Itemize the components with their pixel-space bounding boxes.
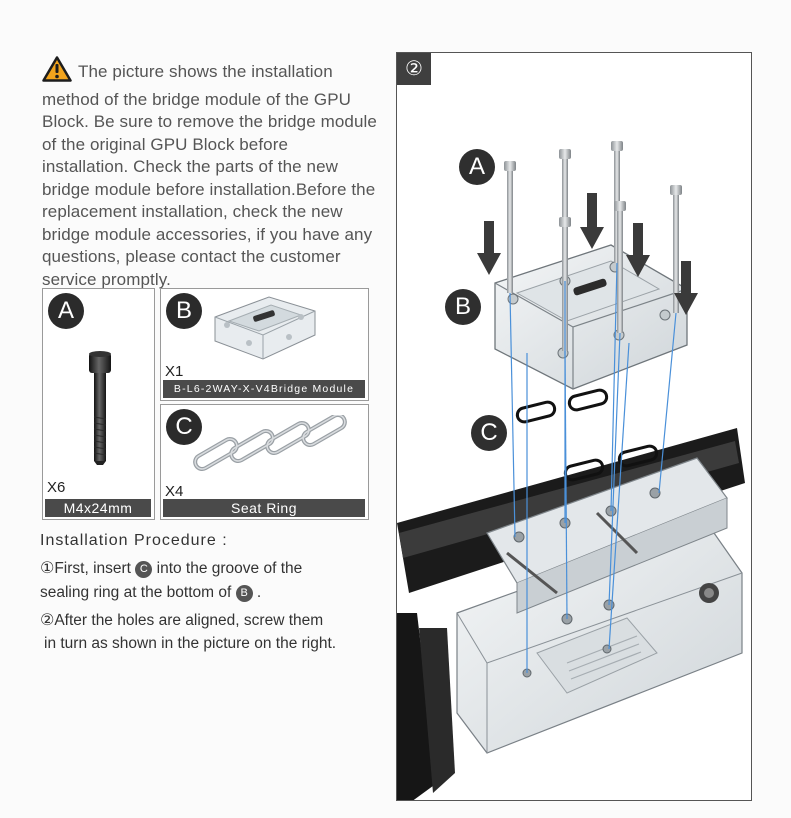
- seat-ring-image: [193, 415, 347, 471]
- step-1-text-a: First, insert: [54, 560, 131, 577]
- procedure-step-2: ②After the holes are aligned, screw them: [40, 610, 323, 630]
- procedure-title: Installation Procedure :: [40, 532, 228, 549]
- diagram-step-badge: ②: [397, 53, 431, 85]
- exploded-view-illustration: [397, 141, 745, 800]
- step-2-text-b: in turn as shown in the picture on the r…: [44, 635, 337, 652]
- step-1-ref-c: C: [135, 561, 153, 578]
- notice-paragraph: The picture shows the installation metho…: [42, 56, 377, 291]
- part-b-card: B X1 B-L6-2WAY-X-V4Bridge Module: [160, 288, 369, 401]
- step-1-number: ①: [40, 560, 55, 577]
- warning-icon: [42, 56, 72, 89]
- part-b-caption: B-L6-2WAY-X-V4Bridge Module: [163, 380, 365, 398]
- notice-text: The picture shows the installation metho…: [42, 62, 377, 289]
- screw-image: [89, 351, 111, 465]
- procedure-step-1-cont: sealing ring at the bottom of B .: [40, 584, 261, 602]
- bridge-module-image: [214, 296, 316, 360]
- step-1-ref-b: B: [235, 585, 253, 602]
- installation-diagram: ②: [396, 52, 752, 801]
- part-c-caption: Seat Ring: [163, 499, 365, 517]
- step-1-text-c: sealing ring at the bottom of: [40, 584, 232, 601]
- procedure-step-2-cont: in turn as shown in the picture on the r…: [44, 635, 336, 653]
- part-a-qty: X6: [47, 479, 66, 496]
- part-a-card: A X6 M4x24mm: [42, 288, 155, 520]
- procedure-step-1: ①First, insert C into the groove of the: [40, 558, 302, 578]
- part-c-card: C X4 Seat Ring: [160, 404, 369, 520]
- part-c-qty: X4: [165, 483, 184, 500]
- diagram-label-b: B: [445, 289, 481, 325]
- diagram-label-c: C: [471, 415, 507, 451]
- step-1-text-d: .: [256, 584, 262, 601]
- part-a-label: A: [48, 293, 84, 329]
- step-2-text-a: After the holes are aligned, screw them: [54, 612, 324, 629]
- part-b-label: B: [166, 293, 202, 329]
- step-1-text-b: into the groove of the: [156, 560, 303, 577]
- step-2-number: ②: [40, 612, 55, 629]
- part-c-label: C: [166, 409, 202, 445]
- part-a-caption: M4x24mm: [45, 499, 151, 517]
- diagram-label-a: A: [459, 149, 495, 185]
- part-b-qty: X1: [165, 363, 184, 380]
